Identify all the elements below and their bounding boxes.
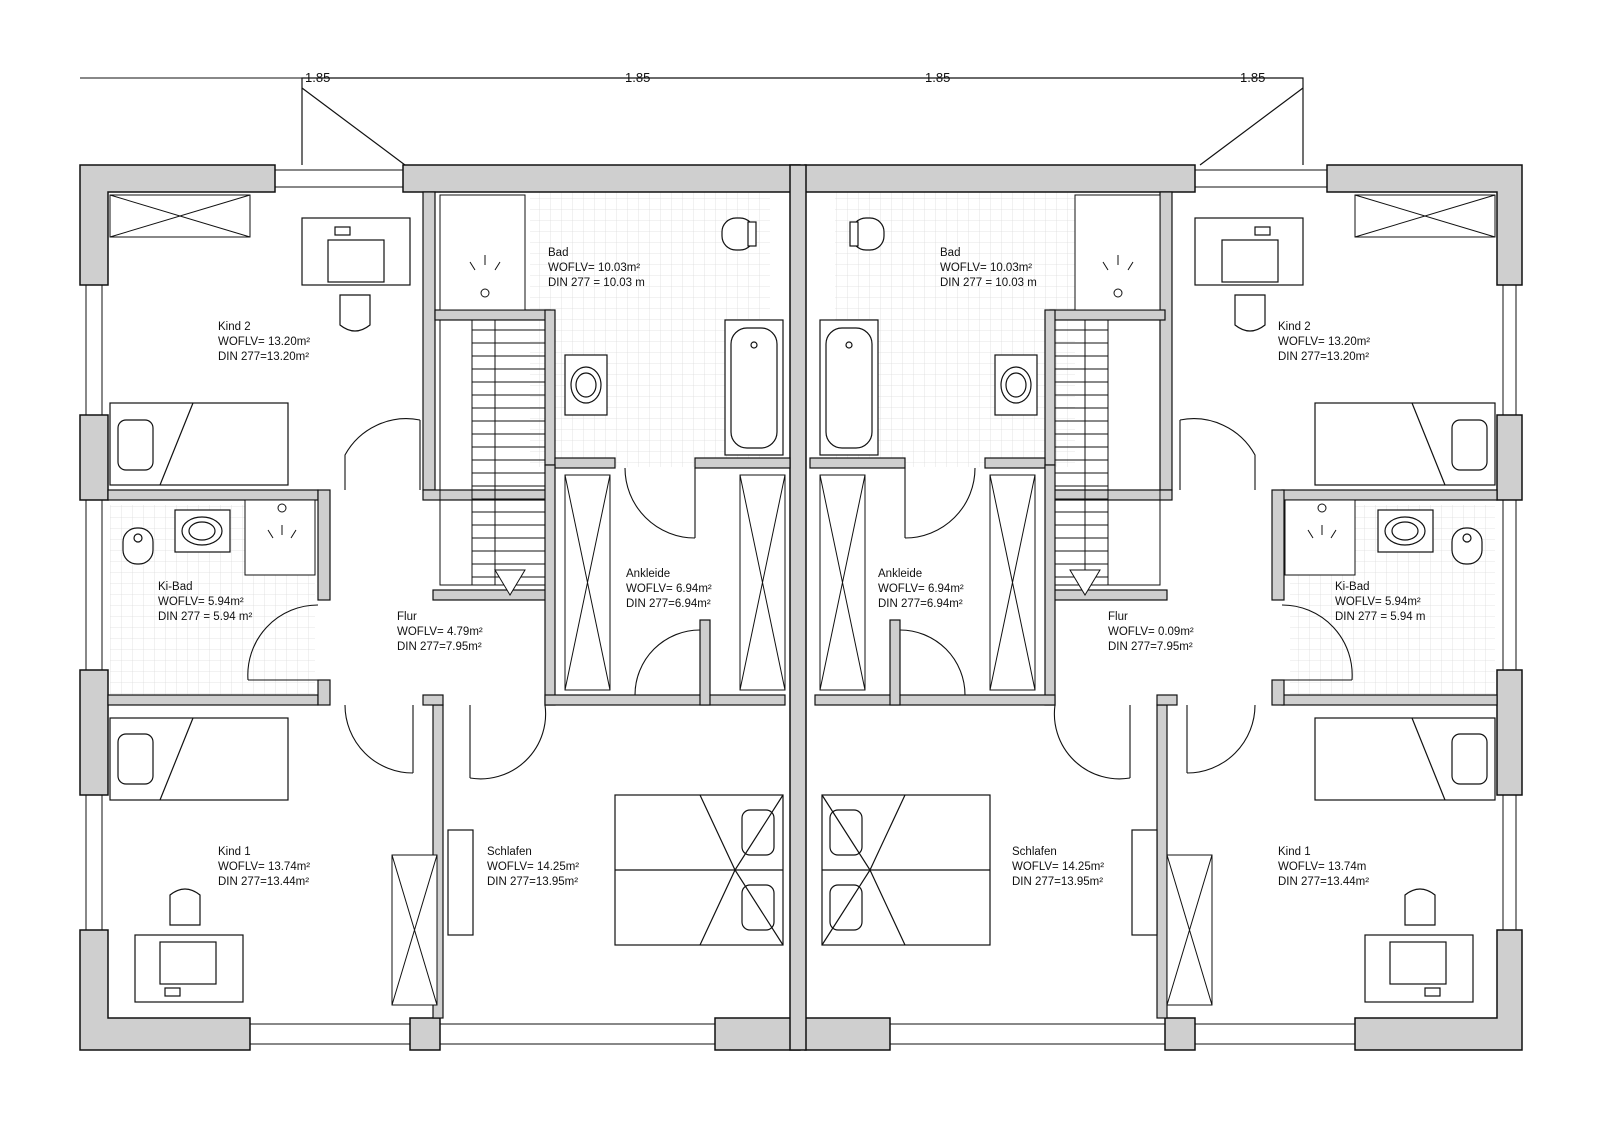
svg-text:Ki-Bad: Ki-Bad [158, 581, 193, 593]
svg-text:Ankleide: Ankleide [626, 568, 670, 580]
room-label-kind2-left: Kind 2 WOFLV= 13.20m² DIN 277=13.20m² [218, 321, 310, 363]
svg-text:Kind 1: Kind 1 [218, 846, 251, 858]
balcony-outline [301, 77, 1304, 166]
svg-text:DIN 277 = 5.94 m: DIN 277 = 5.94 m [1335, 611, 1425, 623]
svg-text:Flur: Flur [397, 611, 417, 623]
svg-text:WOFLV= 5.94m²: WOFLV= 5.94m² [158, 596, 244, 608]
bathtub [724, 319, 879, 456]
svg-text:Kind 1: Kind 1 [1278, 846, 1311, 858]
svg-text:Kind 2: Kind 2 [1278, 321, 1311, 333]
svg-text:DIN 277=13.44m²: DIN 277=13.44m² [218, 876, 309, 888]
svg-text:DIN 277=13.44m²: DIN 277=13.44m² [1278, 876, 1369, 888]
toilet [122, 217, 1483, 565]
svg-text:Bad: Bad [940, 247, 960, 259]
svg-text:Ankleide: Ankleide [878, 568, 922, 580]
staircase [439, 319, 1161, 596]
svg-text:DIN 277=13.20m²: DIN 277=13.20m² [1278, 351, 1369, 363]
svg-text:DIN 277=13.95m²: DIN 277=13.95m² [1012, 876, 1103, 888]
svg-text:Flur: Flur [1108, 611, 1128, 623]
svg-text:WOFLV= 13.20m²: WOFLV= 13.20m² [1278, 336, 1370, 348]
room-label-kind2-right: Kind 2 WOFLV= 13.20m² DIN 277=13.20m² [1278, 321, 1370, 363]
svg-text:WOFLV= 5.94m²: WOFLV= 5.94m² [1335, 596, 1421, 608]
party-wall [789, 164, 807, 1051]
svg-text:WOFLV= 6.94m²: WOFLV= 6.94m² [878, 583, 964, 595]
interior-walls [107, 191, 1498, 1019]
svg-text:DIN 277=6.94m²: DIN 277=6.94m² [878, 598, 963, 610]
svg-text:Schlafen: Schlafen [487, 846, 532, 858]
svg-text:WOFLV= 14.25m²: WOFLV= 14.25m² [1012, 861, 1104, 873]
room-label-kind1-left: Kind 1 WOFLV= 13.74m² DIN 277=13.44m² [218, 846, 310, 888]
svg-text:WOFLV= 0.09m²: WOFLV= 0.09m² [1108, 626, 1194, 638]
svg-text:Schlafen: Schlafen [1012, 846, 1057, 858]
svg-text:WOFLV= 6.94m²: WOFLV= 6.94m² [626, 583, 712, 595]
svg-text:DIN 277 = 10.03 m: DIN 277 = 10.03 m [548, 277, 645, 289]
svg-text:WOFLV= 4.79m²: WOFLV= 4.79m² [397, 626, 483, 638]
svg-text:DIN 277 = 10.03 m: DIN 277 = 10.03 m [940, 277, 1037, 289]
room-labels: Kind 2 WOFLV= 13.20m² DIN 277=13.20m² BadW… [158, 247, 1425, 888]
svg-text:WOFLV= 13.20m²: WOFLV= 13.20m² [218, 336, 310, 348]
svg-text:WOFLV= 13.74m²: WOFLV= 13.74m² [218, 861, 310, 873]
bed [109, 402, 1496, 946]
svg-text:WOFLV= 10.03m²: WOFLV= 10.03m² [548, 262, 640, 274]
outer-walls [79, 164, 1523, 1051]
svg-text:Ki-Bad: Ki-Bad [1335, 581, 1370, 593]
svg-text:WOFLV= 10.03m²: WOFLV= 10.03m² [940, 262, 1032, 274]
svg-text:DIN 277=6.94m²: DIN 277=6.94m² [626, 598, 711, 610]
door-swing [247, 418, 1353, 780]
wardrobe [109, 194, 1496, 1006]
svg-text:WOFLV= 14.25m²: WOFLV= 14.25m² [487, 861, 579, 873]
svg-text:Kind 2: Kind 2 [218, 321, 251, 333]
svg-text:DIN 277=13.20m²: DIN 277=13.20m² [218, 351, 309, 363]
svg-text:DIN 277=7.95m²: DIN 277=7.95m² [397, 641, 482, 653]
svg-text:DIN 277=7.95m²: DIN 277=7.95m² [1108, 641, 1193, 653]
svg-text:DIN 277=13.95m²: DIN 277=13.95m² [487, 876, 578, 888]
svg-text:Bad: Bad [548, 247, 568, 259]
desk [134, 217, 1474, 1003]
sink [174, 354, 1434, 553]
svg-text:DIN 277 = 5.94 m²: DIN 277 = 5.94 m² [158, 611, 252, 623]
windows [85, 169, 1517, 1045]
svg-text:WOFLV= 13.74m: WOFLV= 13.74m [1278, 861, 1366, 873]
shower [244, 194, 1356, 576]
